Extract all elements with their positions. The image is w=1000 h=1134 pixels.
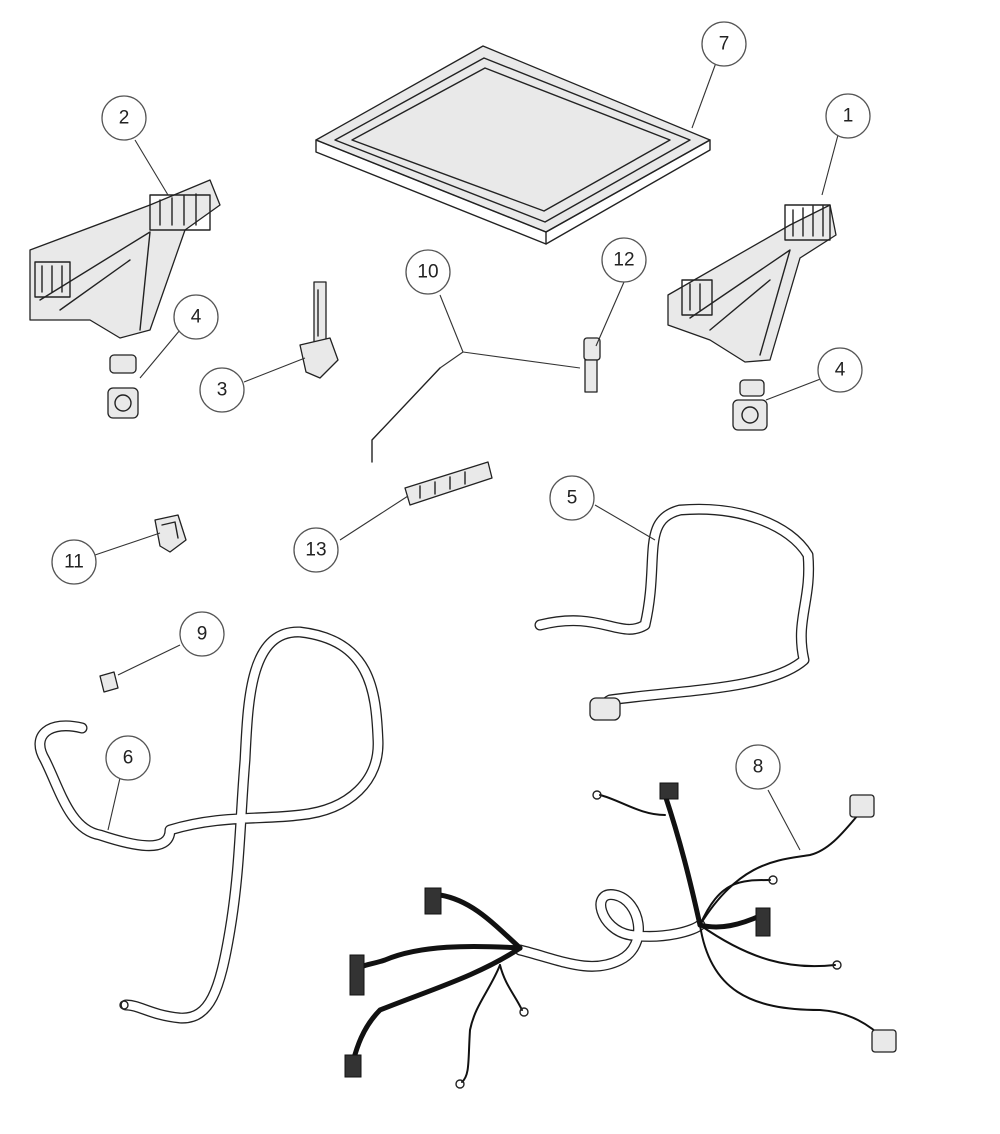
callout-8: 8 bbox=[735, 744, 781, 790]
callout-7: 7 bbox=[701, 21, 747, 67]
callout-10: 10 bbox=[405, 249, 451, 295]
part-10-rod bbox=[371, 367, 441, 463]
callout-4-left: 4 bbox=[173, 294, 219, 340]
part-4-clip-right bbox=[732, 379, 768, 431]
callout-3-label: 3 bbox=[217, 380, 228, 401]
part-4-clip-left bbox=[107, 354, 139, 419]
callout-9-label: 9 bbox=[197, 624, 208, 645]
callout-2: 2 bbox=[101, 95, 147, 141]
callout-7-label: 7 bbox=[719, 34, 730, 55]
callout-10-label: 10 bbox=[417, 262, 438, 283]
callout-12-label: 12 bbox=[613, 250, 634, 271]
callout-13: 13 bbox=[293, 527, 339, 573]
part-6-long-hose bbox=[34, 626, 384, 1024]
callout-6: 6 bbox=[105, 735, 151, 781]
callout-6-label: 6 bbox=[123, 748, 134, 769]
part-8-wire-harness bbox=[344, 782, 897, 1089]
part-13-connector-strip bbox=[404, 461, 493, 506]
part-1-bracket-right bbox=[667, 204, 837, 363]
callout-5-label: 5 bbox=[567, 488, 578, 509]
callout-1: 1 bbox=[825, 93, 871, 139]
callout-11: 11 bbox=[51, 539, 97, 585]
part-11-small-bracket bbox=[154, 514, 187, 553]
callout-4-right: 4 bbox=[817, 347, 863, 393]
callout-8-label: 8 bbox=[753, 757, 764, 778]
callout-12: 12 bbox=[601, 237, 647, 283]
part-12-fastener bbox=[583, 337, 601, 393]
callout-13-label: 13 bbox=[305, 540, 326, 561]
callout-1-label: 1 bbox=[843, 106, 854, 127]
part-7-top-frame bbox=[315, 45, 711, 245]
part-5-hose bbox=[534, 503, 815, 721]
part-2-bracket-left bbox=[29, 179, 221, 339]
callout-4-left-label: 4 bbox=[191, 307, 202, 328]
callout-4-right-label: 4 bbox=[835, 360, 846, 381]
callout-3: 3 bbox=[199, 367, 245, 413]
part-9-plug bbox=[99, 671, 119, 693]
callout-9: 9 bbox=[179, 611, 225, 657]
callout-2-label: 2 bbox=[119, 108, 130, 129]
callout-5: 5 bbox=[549, 475, 595, 521]
callout-11-label: 11 bbox=[64, 552, 84, 573]
leader-lines bbox=[94, 59, 839, 851]
part-3-lid-switch bbox=[299, 281, 339, 379]
